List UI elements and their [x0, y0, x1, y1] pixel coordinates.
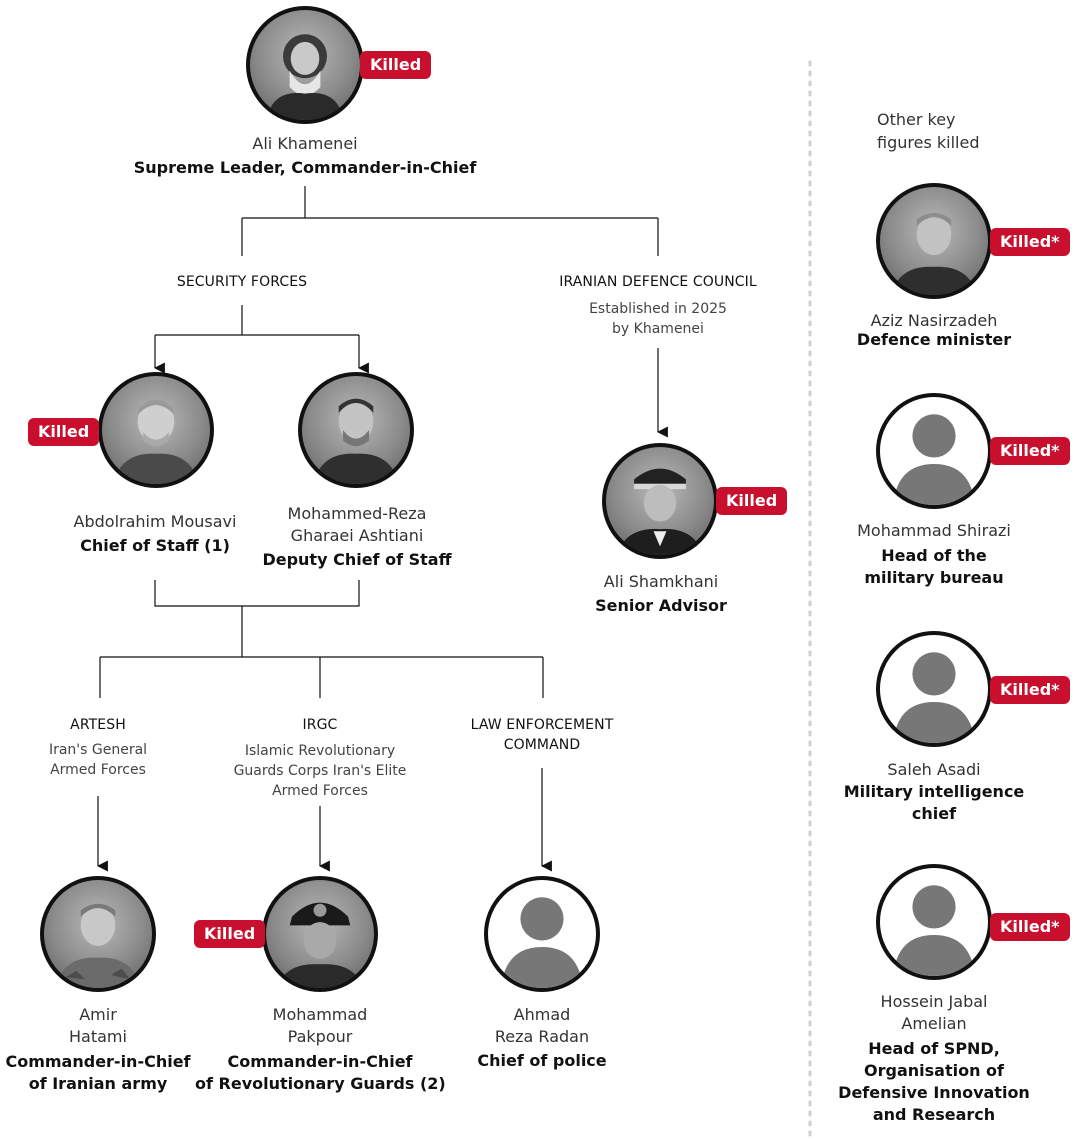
pakpour-name-line2: Pakpour [287, 1027, 353, 1046]
irgc-note-2: Guards Corps Iran's Elite [233, 763, 407, 779]
law-enforcement-label-1: LAW ENFORCEMENT [470, 717, 614, 733]
jabal-amelian-role-line4: and Research [872, 1105, 996, 1124]
irgc-label: IRGC [302, 717, 338, 733]
defence-council-note-1: Established in 2025 [589, 301, 727, 317]
asadi-name: Saleh Asadi [887, 760, 981, 779]
killed-badge: Killed* [990, 913, 1070, 941]
sidebar-title-line2: figures killed [877, 133, 980, 152]
radan-role: Chief of police [477, 1051, 607, 1070]
ashtiani-name-line1: Mohammed-Reza [287, 504, 427, 523]
shirazi-name: Mohammad Shirazi [857, 521, 1011, 540]
defence-council-note-2: by Khamenei [612, 321, 704, 337]
ashtiani-portrait [298, 372, 414, 488]
hatami-portrait [40, 876, 156, 992]
hatami-role-line1: Commander-in-Chief [5, 1052, 191, 1071]
asadi-role-line2: chief [911, 804, 957, 823]
shirazi-role-line2: military bureau [864, 568, 1004, 587]
defence-council-label: IRANIAN DEFENCE COUNCIL [559, 274, 757, 290]
hatami-role-line2: of Iranian army [28, 1074, 168, 1093]
law-enforcement-label-2: COMMAND [503, 737, 581, 753]
hatami-name-line1: Amir [79, 1005, 117, 1024]
artesh-label: ARTESH [70, 717, 126, 733]
shamkhani-name: Ali Shamkhani [603, 572, 719, 591]
mousavi-portrait [98, 372, 214, 488]
jabal-amelian-name-line2: Amelian [901, 1014, 967, 1033]
mousavi-name: Abdolrahim Mousavi [73, 512, 237, 531]
mousavi-role: Chief of Staff (1) [80, 536, 230, 555]
leader-role: Supreme Leader, Commander-in-Chief [133, 158, 477, 177]
artesh-note-1: Iran's General [48, 742, 148, 758]
jabal-amelian-role-line2: Organisation of [864, 1061, 1004, 1080]
asadi-role-line1: Military intelligence [843, 782, 1025, 801]
khamenei-portrait [246, 6, 364, 124]
pakpour-name-line1: Mohammad [272, 1005, 368, 1024]
irgc-note-1: Islamic Revolutionary [244, 743, 396, 759]
radan-silhouette [484, 876, 600, 992]
radan-name-line1: Ahmad [513, 1005, 571, 1024]
shirazi-role-line1: Head of the [881, 546, 987, 565]
nasirzadeh-name: Aziz Nasirzadeh [870, 311, 998, 330]
killed-badge: Killed [194, 920, 266, 948]
jabal-amelian-silhouette [876, 864, 992, 980]
staff-bracket [154, 580, 360, 607]
killed-badge: Killed* [990, 437, 1070, 465]
leader-name: Ali Khamenei [252, 134, 358, 153]
killed-badge: Killed [28, 418, 100, 446]
nasirzadeh-role: Defence minister [856, 330, 1012, 349]
jabal-amelian-role-line1: Head of SPND, [868, 1039, 1000, 1058]
irgc-note-3: Armed Forces [272, 783, 368, 799]
ashtiani-name-line2: Gharaei Ashtiani [290, 526, 424, 545]
artesh-note-2: Armed Forces [50, 762, 146, 778]
shamkhani-role: Senior Advisor [595, 596, 727, 615]
radan-name-line2: Reza Radan [494, 1027, 590, 1046]
pakpour-role-line1: Commander-in-Chief [227, 1052, 413, 1071]
pakpour-role-line2: of Revolutionary Guards (2) [195, 1074, 446, 1093]
killed-badge: Killed* [990, 228, 1070, 256]
asadi-silhouette [876, 631, 992, 747]
security-forces-label: SECURITY FORCES [176, 274, 308, 290]
shirazi-silhouette [876, 393, 992, 509]
nasirzadeh-portrait [876, 183, 992, 299]
ashtiani-role: Deputy Chief of Staff [262, 550, 452, 569]
jabal-amelian-role-line3: Defensive Innovation [838, 1083, 1030, 1102]
hatami-name-line2: Hatami [69, 1027, 127, 1046]
killed-badge: Killed [716, 487, 788, 515]
pakpour-portrait [262, 876, 378, 992]
killed-badge: Killed* [990, 676, 1070, 704]
shamkhani-portrait [602, 443, 718, 559]
jabal-amelian-name-line1: Hossein Jabal [880, 992, 988, 1011]
killed-badge: Killed [360, 51, 432, 79]
sidebar-title-line1: Other key [877, 110, 956, 129]
